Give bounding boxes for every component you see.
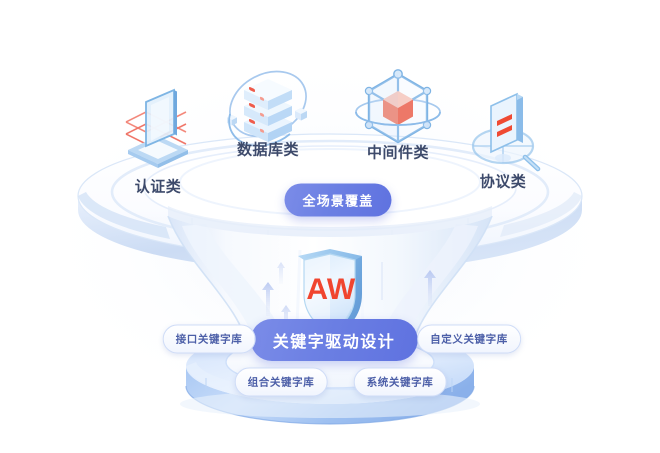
arrow-up-right-small	[277, 262, 285, 284]
auth-panel-icon	[125, 88, 188, 168]
category-label-protocol: 协议类	[479, 173, 527, 191]
category-label-auth: 认证类	[134, 178, 182, 196]
keyword-pill-system[interactable]: 系统关键字库	[353, 367, 447, 397]
arrow-up-left	[262, 282, 274, 316]
wireframe-cube-icon	[355, 69, 441, 144]
keyword-pill-combination[interactable]: 组合关键字库	[234, 367, 328, 397]
category-label-middleware: 中间件类	[366, 144, 430, 162]
database-stack-icon	[227, 70, 307, 147]
document-magnifier-icon	[471, 92, 541, 172]
arrow-up-left-small	[281, 305, 291, 332]
arrow-up-right	[424, 270, 436, 306]
keyword-pill-interface[interactable]: 接口关键字库	[162, 324, 256, 354]
shield-aw-label: AW	[306, 273, 356, 306]
full-scenario-coverage-badge[interactable]: 全场景覆盖	[284, 183, 392, 217]
keyword-pill-custom[interactable]: 自定义关键字库	[417, 324, 521, 354]
keyword-driven-design-badge[interactable]: 关键字驱动设计	[250, 319, 418, 361]
category-label-database: 数据库类	[236, 141, 300, 159]
